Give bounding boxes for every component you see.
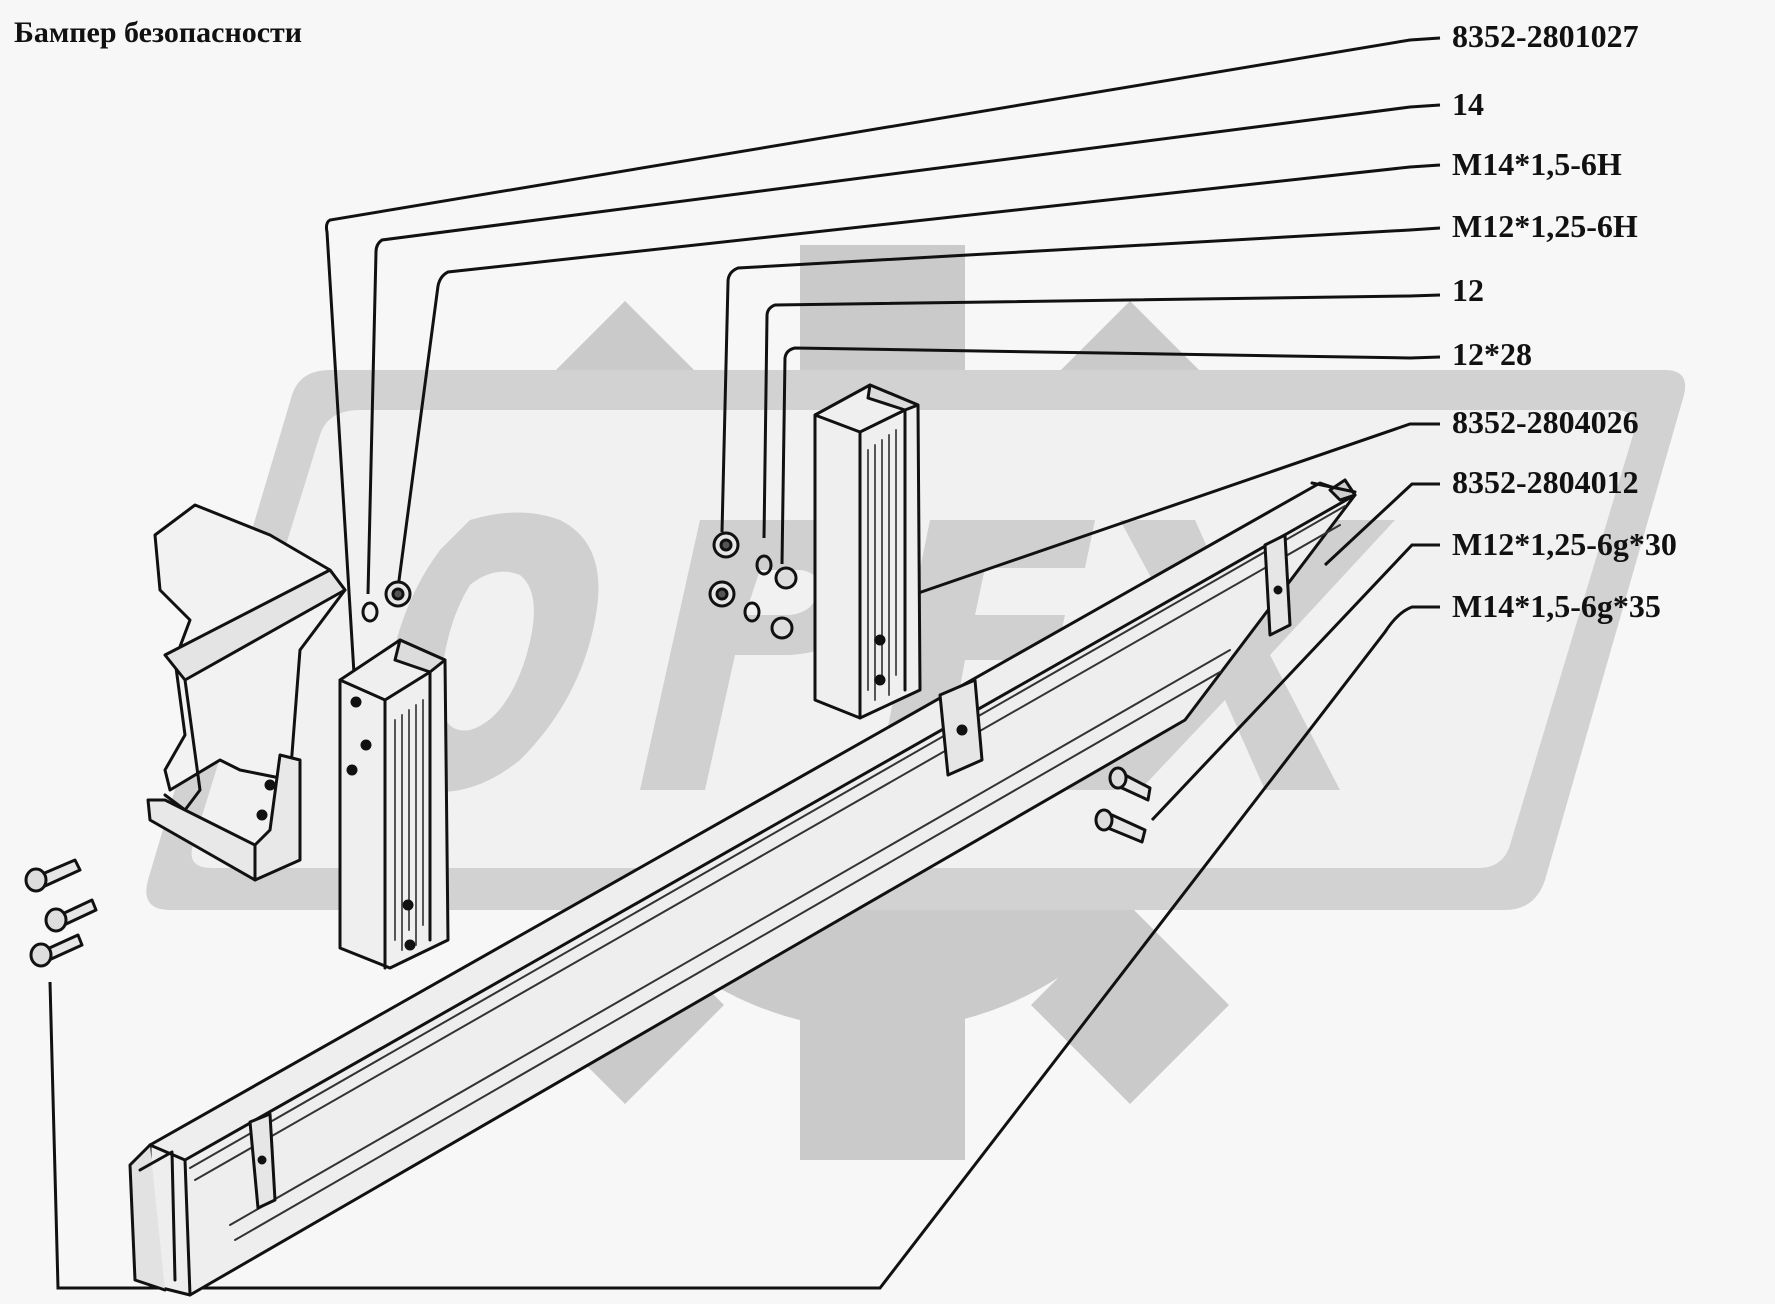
right-bolts (1094, 766, 1152, 844)
callout-label-bumper-beam: 8352-2801027 (1452, 18, 1639, 54)
callout-label-bolt-m14: М14*1,5-6g*35 (1452, 588, 1661, 624)
leader-m12-bolt (1150, 543, 1440, 822)
frame-bracket (146, 503, 347, 882)
left-fasteners (361, 580, 412, 623)
callout-label-post-left: 8352-2804026 (1452, 404, 1639, 440)
parts (24, 383, 1357, 1297)
leader-14 (366, 103, 1441, 595)
callout-label-nut-m14: М14*1,5-6Н (1452, 146, 1622, 182)
page-title: Бампер безопасности (14, 16, 303, 49)
callout-label-bolt-m12: М12*1,25-6g*30 (1452, 526, 1677, 562)
callout-label-washer-12: 12 (1452, 272, 1484, 308)
callout-label-nut-m12: М12*1,25-6Н (1452, 208, 1638, 244)
left-bolts (24, 858, 98, 968)
left-post (338, 638, 450, 970)
callout-label-washer-12x28: 12*28 (1452, 336, 1532, 372)
leader-8352-2804026 (897, 422, 1440, 602)
callout-label-post-right: 8352-2804012 (1452, 464, 1639, 500)
bumper-beam (128, 478, 1357, 1297)
leader-m14-nut (396, 163, 1441, 589)
callout-label-washer-14: 14 (1452, 86, 1484, 122)
right-fasteners (708, 531, 798, 640)
leader-12-washer (762, 293, 1441, 539)
leader-m12-nut (720, 226, 1441, 533)
leader-8352-2801027 (324, 36, 1441, 691)
leader-lines (48, 36, 1441, 1290)
leader-m14-bolt (48, 605, 1440, 1290)
leader-12x28-washer (780, 346, 1441, 565)
leader-8352-2804012 (1323, 482, 1440, 567)
right-post (813, 383, 922, 720)
